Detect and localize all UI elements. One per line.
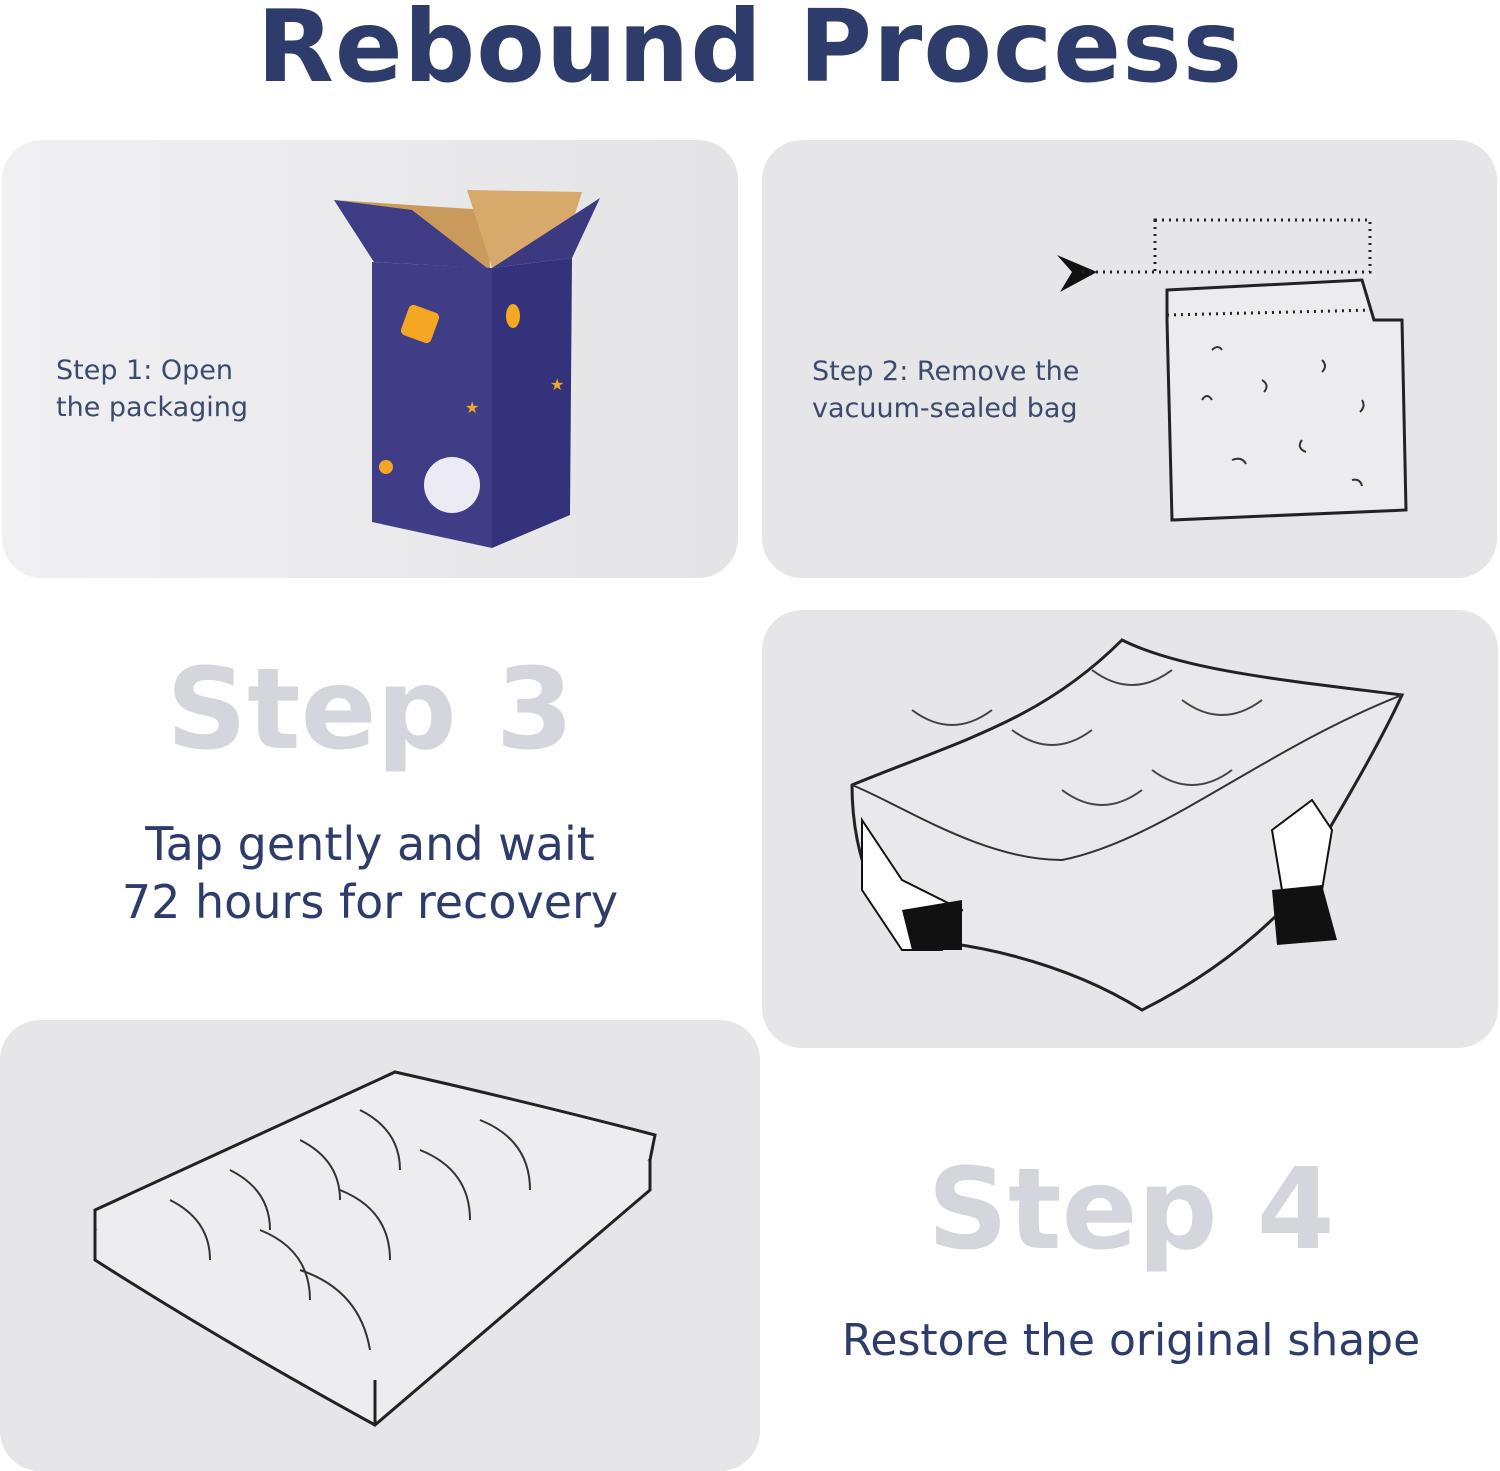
step4-image-panel xyxy=(762,610,1498,1048)
svg-text:★: ★ xyxy=(550,375,564,394)
vacuum-bag-illustration xyxy=(1057,218,1408,522)
page-title: Rebound Process xyxy=(256,0,1244,105)
step1-caption-line1: Step 1: Open xyxy=(56,355,234,386)
step4-result-panel xyxy=(0,1020,760,1471)
step3-line1: Tap gently and wait xyxy=(145,817,595,871)
step4-heading: Step 4 xyxy=(927,1145,1335,1275)
svg-text:★: ★ xyxy=(465,398,479,417)
hands-tapping-mattress-illustration xyxy=(850,638,1405,1012)
step3-line2: 72 hours for recovery xyxy=(121,875,619,929)
step2-caption: Step 2: Remove the vacuum-sealed bag xyxy=(812,353,1079,427)
step4-description: Restore the original shape xyxy=(841,1315,1421,1366)
step1-panel: Step 1: Open the packaging ★ ★ xyxy=(2,140,738,578)
restored-mattress-illustration xyxy=(93,1070,657,1427)
step2-caption-line2: vacuum-sealed bag xyxy=(812,393,1078,424)
step2-caption-line1: Step 2: Remove the xyxy=(812,356,1080,387)
step1-caption-line2: the packaging xyxy=(56,392,249,423)
arrow-icon xyxy=(1057,255,1097,292)
right-hand-icon xyxy=(1270,798,1334,891)
step3-heading: Step 3 xyxy=(166,645,574,775)
step1-caption: Step 1: Open the packaging xyxy=(56,352,248,426)
open-box-illustration: ★ ★ xyxy=(334,190,600,548)
step3-description: Tap gently and wait 72 hours for recover… xyxy=(0,815,740,931)
step2-panel: Step 2: Remove the vacuum-sealed bag xyxy=(762,140,1497,578)
